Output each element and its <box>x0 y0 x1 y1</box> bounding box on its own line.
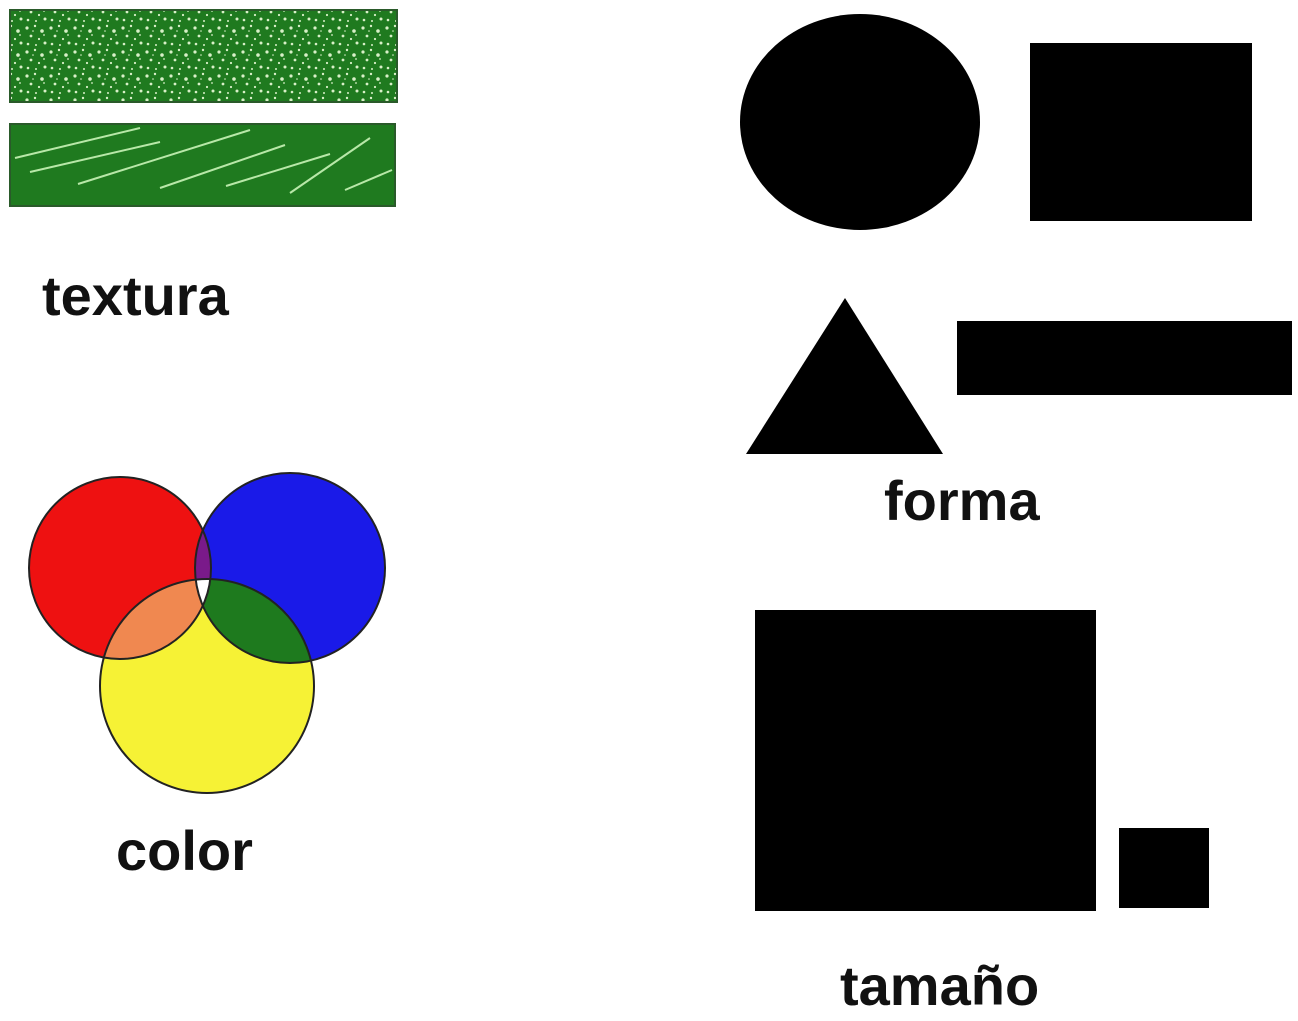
label-forma: forma <box>884 469 1040 532</box>
triangle-shape <box>746 298 943 454</box>
circle-shape <box>740 14 980 230</box>
rectangle-shape <box>957 321 1292 395</box>
blue-yellow-overlap <box>195 579 314 663</box>
large-square <box>755 610 1096 911</box>
color-venn-circles <box>28 472 386 794</box>
label-tamano: tamaño <box>840 954 1040 1017</box>
red-yellow-overlap <box>100 579 211 659</box>
label-textura: textura <box>42 264 229 327</box>
hatch-lines <box>14 127 393 194</box>
hatched-texture-bar <box>9 123 396 207</box>
small-square <box>1119 828 1209 908</box>
square-shape <box>1030 43 1252 221</box>
label-color: color <box>116 819 253 882</box>
speckled-texture-bar <box>9 9 398 103</box>
